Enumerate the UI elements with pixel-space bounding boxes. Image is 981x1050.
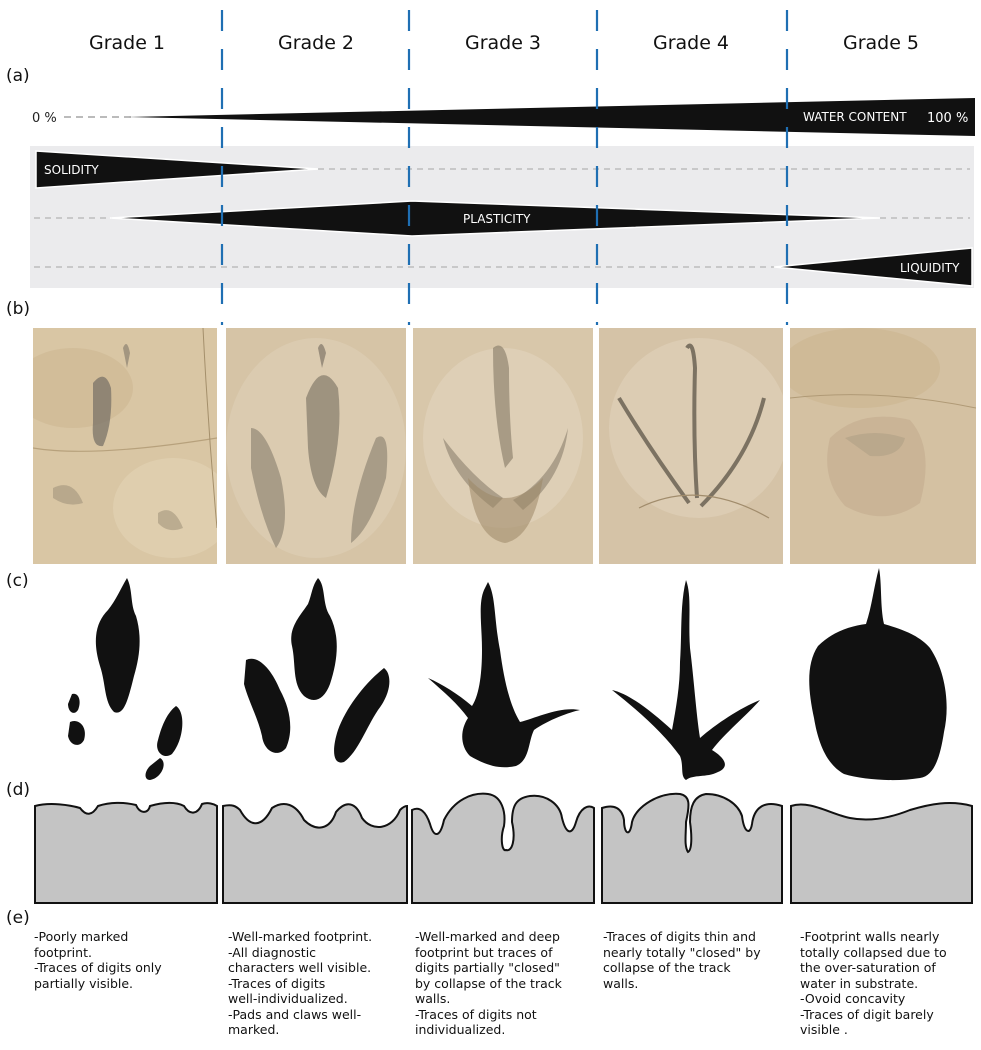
silhouette-grade-2-digit-iii (291, 578, 337, 700)
water-content-label: WATER CONTENT (803, 110, 907, 124)
section-grade-1 (35, 803, 217, 903)
description-grade-1: -Poorly marked footprint. -Traces of dig… (34, 929, 214, 991)
description-grade-4: -Traces of digits thin and nearly totall… (603, 929, 783, 991)
hundred-percent-label: 100 % (927, 111, 968, 126)
footprint-photo-grade-3 (413, 328, 593, 564)
section-grade-3 (412, 794, 594, 903)
silhouette-grade-1-digit-iii (96, 578, 140, 713)
description-grade-2: -Well-marked footprint. -All diagnostic … (228, 929, 408, 1038)
consistency-scale-diagram: 0 % WATER CONTENT 100 % SOLIDITY PLASTIC… (0, 0, 981, 330)
footprint-photo-grade-2 (226, 328, 406, 564)
liquidity-label: LIQUIDITY (900, 261, 960, 275)
panel-label-e: (e) (6, 908, 30, 928)
silhouette-grade-3 (428, 582, 580, 767)
silhouette-grade-1-digit-iv-b (146, 758, 164, 780)
silhouette-grade-2-digit-iv (334, 668, 389, 763)
section-grade-5 (791, 803, 972, 903)
silhouette-grade-1-digit-ii-a (68, 694, 80, 713)
silhouette-grade-2-digit-ii (244, 659, 290, 753)
plasticity-label: PLASTICITY (463, 212, 531, 226)
section-grade-4 (602, 794, 782, 903)
description-grade-5: -Footprint walls nearly totally collapse… (800, 929, 976, 1038)
description-grade-3: -Well-marked and deep footprint but trac… (415, 929, 595, 1038)
silhouette-grade-1-digit-iv-a (157, 706, 182, 756)
footprint-photo-grade-1 (33, 328, 217, 564)
section-grade-2 (223, 804, 407, 903)
footprint-photo-grade-5 (790, 328, 976, 564)
silhouette-grade-5 (809, 568, 946, 780)
panel-label-c: (c) (6, 571, 29, 591)
silhouette-grade-4 (612, 580, 760, 780)
panel-label-d: (d) (6, 780, 30, 800)
footprint-photo-grade-4 (599, 328, 783, 564)
zero-percent-label: 0 % (32, 111, 57, 126)
solidity-label: SOLIDITY (44, 163, 99, 177)
silhouette-grade-1-digit-ii-b (68, 721, 85, 745)
